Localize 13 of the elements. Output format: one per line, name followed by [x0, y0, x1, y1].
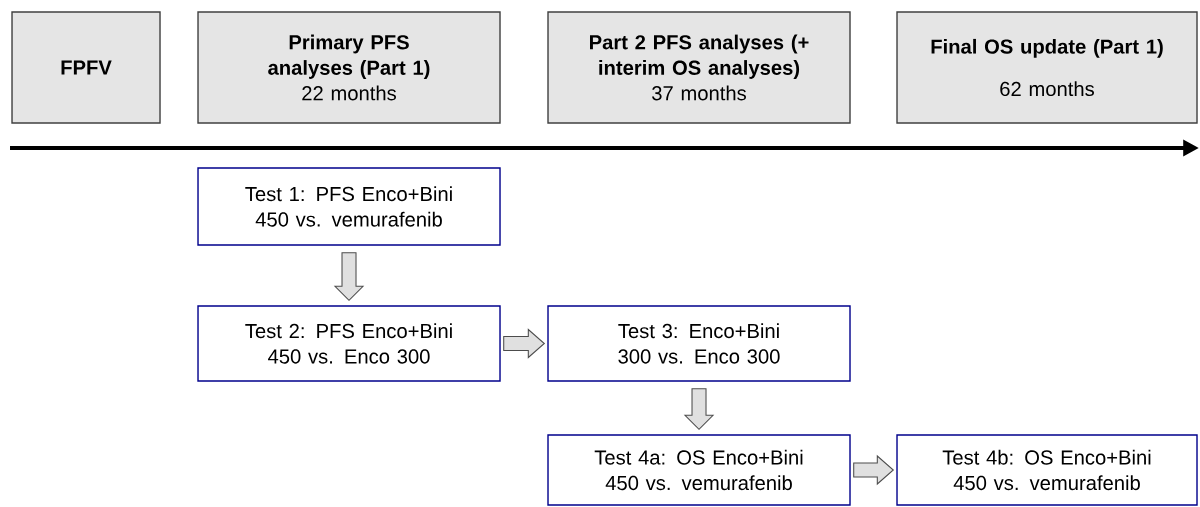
test-box: Test 4a: OS Enco+Bini 450 vs. vemurafenib	[547, 434, 851, 506]
block-arrow	[853, 454, 895, 486]
block-arrow	[333, 252, 365, 302]
block-arrow	[503, 328, 546, 359]
block-arrow	[683, 388, 715, 431]
phase-box: Part 2 PFS analyses (+ interim OS analyses) 37 months	[547, 11, 851, 124]
phase-box: FPFV	[11, 11, 161, 124]
phase-box: Final OS update (Part 1) 62 months	[896, 11, 1198, 124]
test-box: Test 3: Enco+Bini 300 vs. Enco 300	[547, 305, 851, 382]
test-box: Test 1: PFS Enco+Bini 450 vs. vemurafenib	[197, 167, 501, 246]
test-box: Test 4b: OS Enco+Bini 450 vs. vemurafenib	[896, 434, 1198, 506]
phase-box: Primary PFS analyses (Part 1) 22 months	[197, 11, 501, 124]
test-box: Test 2: PFS Enco+Bini 450 vs. Enco 300	[197, 305, 501, 382]
